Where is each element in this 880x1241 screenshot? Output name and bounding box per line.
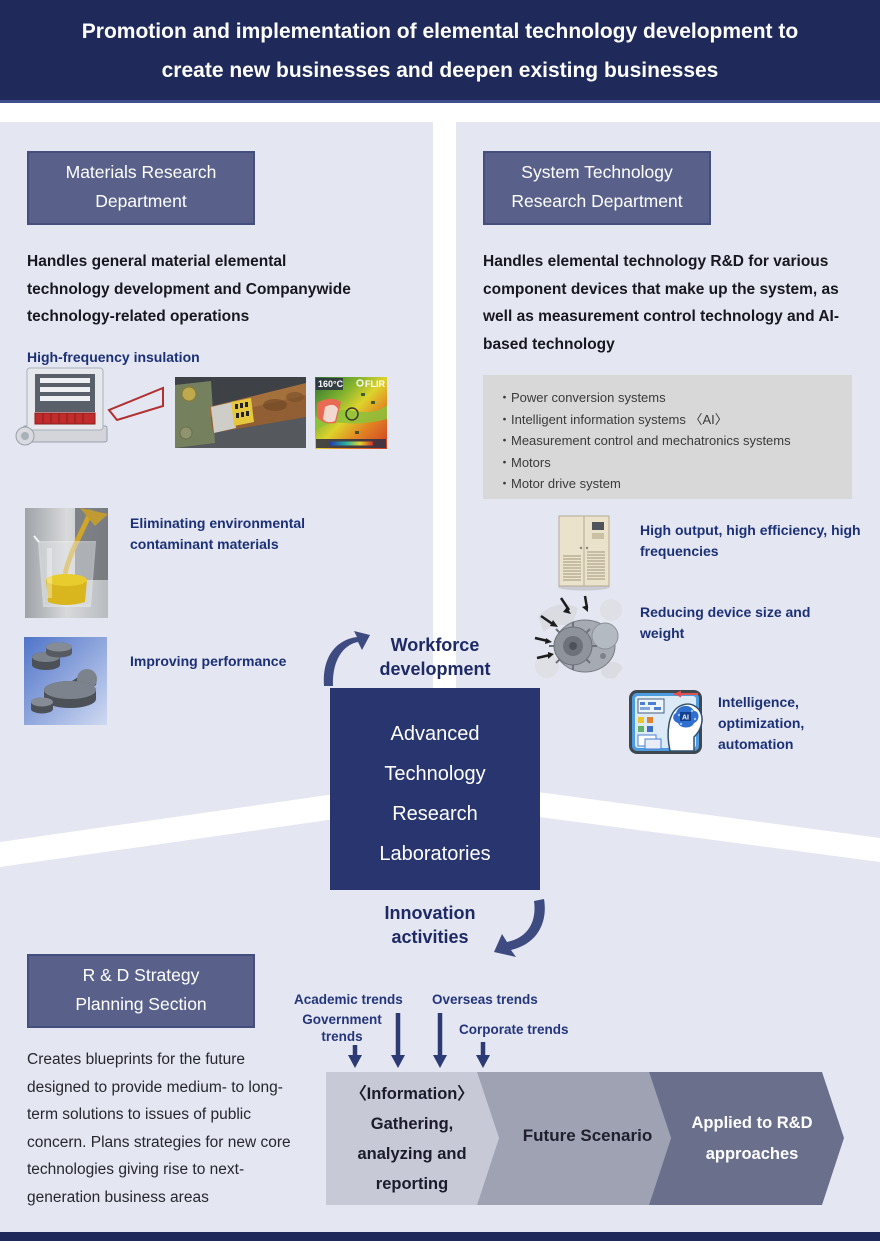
flow-chevron-1 [326,1072,499,1205]
system-department-box: System Technology Research Department [483,151,711,225]
list-item: ・Power conversion systems [498,390,666,405]
center-box-line: Laboratories [379,843,491,865]
material-discs-image [24,637,107,725]
thermal-brand-label: FLIR [365,379,385,389]
size-reduction-arrows [534,595,589,660]
insulated-pipe-photo [175,377,306,448]
center-box-line: Research [392,803,478,825]
materials-department-description: Handles general material elemental techn… [27,253,351,325]
innovation-activities-label: Innovation activities [384,903,476,947]
motor-image [534,595,623,679]
rd-strategy-title-line2: Planning Section [75,994,207,1014]
beaker-pouring-image [25,508,108,618]
page-title-line2: create new businesses and deepen existin… [161,59,719,82]
thermal-camera-image: 160°C FLIR [315,377,387,449]
workforce-arrow-icon [323,631,370,686]
list-item: ・Measurement control and mechatronics sy… [498,433,791,448]
bottom-border-bar [0,1232,880,1241]
intelligence-label: Intelligence, optimization, automation [718,694,805,752]
ai-text: AI [682,715,689,722]
ai-control-panel-image: AI [629,690,703,754]
overseas-trends-label: Overseas trends [432,992,538,1007]
flow-step3-line: Applied to R&D [691,1114,813,1132]
power-cabinet-image [558,515,610,591]
system-focus-list: ・Power conversion systems ・Intelligent i… [483,375,852,499]
hot-press-machine-image [15,367,164,446]
reducing-size-label: Reducing device size and weight [640,604,811,641]
corporate-trends-label: Corporate trends [459,1022,569,1037]
government-trends-label: Government trends [302,1012,382,1044]
materials-department-title-line1: Materials Research [65,162,217,182]
thermal-scale-bar [329,441,373,446]
system-department-description: Handles elemental technology R&D for var… [483,253,840,353]
flow-step3-text: Applied to R&D approaches [673,1108,831,1170]
list-item: ・Motor drive system [498,476,621,491]
flow-step1-line: Gathering, [370,1115,454,1133]
flow-step1-line: analyzing and [357,1145,467,1163]
rd-strategy-description: Creates blueprints for the future design… [27,1051,291,1206]
high-frequency-insulation-label: High-frequency insulation [27,349,200,365]
system-department-title-line1: System Technology [521,162,673,182]
materials-department-title-line2: Department [95,191,187,211]
flow-step2-text: Future Scenario [522,1126,653,1145]
center-box-line: Advanced [390,723,480,745]
thermal-temperature-label: 160°C [318,379,344,389]
page-title-line1: Promotion and implementation of elementa… [81,20,799,43]
flow-step1-text: 〈Information〉 Gathering, analyzing and r… [334,1079,490,1199]
high-output-label: High output, high efficiency, high frequ… [640,522,861,559]
rd-strategy-title-line1: R & D Strategy [82,965,200,985]
list-item: ・Intelligent information systems 〈AI〉 [498,411,728,427]
center-box-line: Technology [384,763,486,785]
academic-trends-label: Academic trends [294,992,403,1007]
list-item: ・Motors [498,454,551,470]
flow-step1-line: reporting [375,1175,449,1193]
zoom-callout-outline [107,386,164,422]
flow-chevron-2 [477,1072,671,1205]
system-department-title-line2: Research Department [511,191,683,211]
innovation-arrow-icon [494,899,545,957]
title-banner: Promotion and implementation of elementa… [0,0,880,103]
flow-chevron-3 [649,1072,844,1205]
flow-step3-line: approaches [705,1145,799,1163]
rd-flow-chevron [326,1072,844,1205]
thermal-spot-marker [345,407,359,421]
down-arrow-icon [352,1013,486,1056]
improving-performance-label: Improving performance [130,653,287,669]
materials-department-box: Materials Research Department [27,151,255,225]
eliminating-contaminants-label: Eliminating environmental contaminant ma… [130,515,306,552]
trend-arrows [348,1013,490,1068]
workforce-development-label: Workforce development [379,635,491,679]
advanced-technology-research-laboratories-box: Advanced Technology Research Laboratorie… [330,688,540,890]
rd-strategy-section-box: R & D Strategy Planning Section [27,954,255,1028]
flow-step1-line: 〈Information〉 [350,1085,474,1103]
